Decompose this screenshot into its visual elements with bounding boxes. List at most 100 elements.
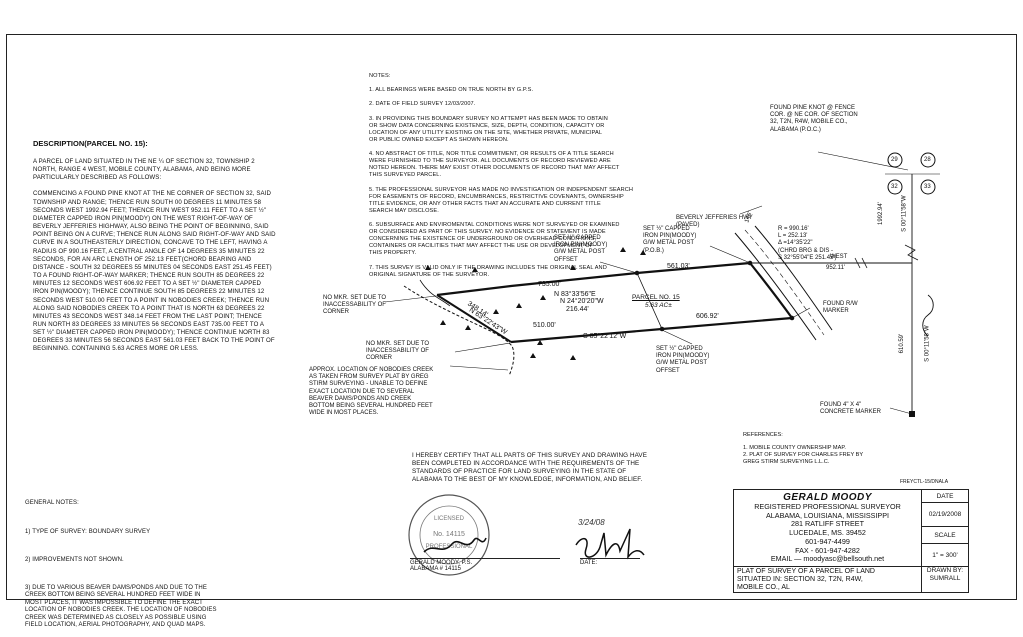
note-item: 7. THIS SURVEY IS VALID ONLY IF THE DRAW… (369, 264, 607, 278)
leader-line (384, 295, 437, 303)
surveyor-name: GERALD MOODY (783, 492, 872, 503)
creek-line (403, 285, 515, 377)
scale-heading: SCALE (922, 527, 968, 544)
surveyor-line: FAX - 601-947-4282 (795, 545, 860, 555)
dist-216-label: 216.44' (566, 306, 589, 313)
section-circle (920, 152, 936, 168)
concrete-marker-symbol (909, 411, 915, 417)
leader-line (817, 151, 909, 171)
surveyor-info: GERALD MOODY REGISTERED PROFESSIONAL SUR… (734, 490, 922, 567)
no-marker-label: NO MKR. SET DUE TO INACCESSABILITY OF CO… (323, 295, 387, 316)
signer-name: GERALD MOODY, P.S. (410, 558, 560, 567)
creek-note-label: APPROX. LOCATION OF NOBODIES CREEK AS TA… (309, 367, 434, 417)
section-33-label: 33 (924, 184, 931, 190)
dist-1992-label: 1992.94' (877, 202, 884, 226)
creek-boundary-line (436, 294, 512, 343)
found-row-marker-label: FOUND R/W MARKER (823, 301, 858, 315)
date-value: 02/19/2008 (922, 503, 968, 527)
bearing-n83-label: N 83°33'56"E (554, 291, 596, 298)
signed-date: 3/24/08 (578, 518, 605, 527)
set-pin-pob-label: SET ½" CAPPED IRON PIN(MOODY) G/W METAL … (643, 226, 697, 254)
curve-data-label: R = 990.16' L = 252.13' Δ =14°35'22" (CH… (778, 226, 837, 261)
west-dist-label: 952.11' (826, 265, 846, 271)
surveyor-seal: LICENSED No. 14115 PROFESSIONAL (408, 494, 490, 576)
note-item: 3. IN PROVIDING THIS BOUNDARY SURVEY NO … (369, 115, 608, 143)
fence-line (922, 294, 934, 337)
signature-scribble (423, 537, 487, 553)
dist-606-label: 606.92' (696, 313, 719, 320)
seal-text: No. 14115 (433, 531, 465, 538)
date-heading: DATE (922, 490, 968, 503)
bearing-n24-label: N 24°20'20"W (560, 298, 604, 305)
leader-line (709, 245, 749, 263)
references-heading: REFERENCES: (743, 431, 783, 438)
surveyor-line: LUCEDALE, MS. 39452 (789, 528, 866, 538)
parcel-number-label: PARCEL NO. 15 (632, 294, 680, 301)
note-item: 5. THE PROFESSIONAL SURVEYOR HAS MADE NO… (369, 186, 634, 214)
note-item: 2. DATE OF FIELD SURVEY 12/03/2007. (369, 101, 476, 108)
north-boundary-line (436, 261, 751, 297)
row-dimension (739, 205, 763, 215)
bearing-s00b-label: S 00°11'58"W (924, 325, 931, 362)
bearing-s85-label: S 85°22'12"W (583, 333, 627, 340)
leader-line (449, 365, 509, 371)
parcel-area-label: 5.63 AC± (645, 302, 672, 309)
tree-symbols (425, 247, 646, 360)
highway-centerline (744, 229, 825, 336)
leader-line (454, 342, 511, 353)
description-body: A PARCEL OF LAND SITUATED IN THE NE ¼ OF… (33, 158, 276, 354)
leader-line (889, 407, 913, 415)
west-label: WEST (830, 254, 848, 260)
general-note-item: 2) IMPROVEMENTS NOT SHOWN. (25, 556, 124, 563)
scale-value: 1" = 300' (922, 544, 968, 567)
section-29-label: 29 (891, 157, 898, 163)
date-signature (575, 528, 645, 560)
pob-pin-symbol (747, 260, 753, 266)
description-heading: DESCRIPTION(PARCEL NO. 15): (33, 139, 148, 148)
dist-510-label: 510.00' (533, 322, 556, 329)
note-item: 1. ALL BEARINGS WERE BASED ON TRUE NORTH… (369, 87, 534, 94)
highway-label: BEVERLY JEFFERIES HWY (PAVED) (676, 215, 753, 229)
drawn-by-label: DRAWN BY: (926, 567, 964, 574)
dist-561-label: 561.03' (667, 263, 690, 270)
leader-line (661, 329, 693, 345)
interior-tie-line (636, 272, 663, 330)
general-notes-heading: GENERAL NOTES: (25, 500, 79, 507)
notes-heading: NOTES: (369, 73, 391, 80)
plat-title: PLAT OF SURVEY OF A PARCEL OF LAND SITUA… (734, 567, 922, 592)
seal-text: LICENSED (434, 516, 465, 522)
note-item: 6. SUBSURFACE AND ENVIROMENTAL CONDITION… (369, 222, 620, 257)
break-symbol (854, 257, 868, 269)
leader-line (599, 261, 638, 274)
highway-west-edge (734, 232, 817, 341)
section-32-label: 32 (891, 184, 898, 190)
file-reference: FREYCTL-15/DNALA (900, 479, 949, 485)
section-circle (887, 152, 903, 168)
drawing-sheet-border (6, 34, 1017, 600)
dist-735-label: 735.00' (538, 281, 561, 288)
break-symbol (904, 244, 919, 261)
section-circle (887, 179, 903, 195)
found-concrete-marker-label: FOUND 4" X 4" CONCRETE MARKER (820, 402, 882, 416)
section-circle (920, 179, 936, 195)
set-pin-offset-label: SET ½" CAPPED IRON PIN(MOODY) G/W METAL … (656, 346, 710, 374)
certification-text: I HEREBY CERTIFY THAT ALL PARTS OF THIS … (412, 452, 648, 483)
general-note-item: 1) TYPE OF SURVEY: BOUNDARY SURVEY (25, 528, 151, 535)
references-items: 1. MOBILE COUNTY OWNERSHIP MAP. 2. PLAT … (743, 445, 864, 465)
no-marker-label: NO MKR. SET DUE TO INACCESSABILITY OF CO… (366, 341, 430, 362)
surveyor-line: REGISTERED PROFESSIONAL SURVEYOR (754, 502, 901, 511)
survey-plan-drawing (384, 151, 940, 417)
references-block: REFERENCES: 1. MOBILE COUNTY OWNERSHIP M… (743, 425, 863, 473)
section-28-label: 28 (924, 157, 931, 163)
plat-title-text: PLAT OF SURVEY OF A PARCEL OF LAND SITUA… (737, 568, 875, 591)
highway-east-edge (754, 225, 833, 331)
surveyor-line: 281 RATLIFF STREET (791, 519, 864, 529)
notes-block: NOTES: 1. ALL BEARINGS WERE BASED ON TRU… (369, 66, 721, 286)
title-block: GERALD MOODY REGISTERED PROFESSIONAL SUR… (733, 489, 969, 593)
drawn-by: DRAWN BY: SUMRALL (922, 567, 968, 583)
surveyor-line: ALABAMA, LOUISIANA, MISSISSIPPI (765, 510, 890, 520)
found-pine-knot-label: FOUND PINE KNOT @ FENCE COR. @ NE COR. O… (770, 105, 858, 133)
description-para-1: A PARCEL OF LAND SITUATED IN THE NE ¼ OF… (33, 158, 255, 182)
bearing-s00-label: S 00°11'58"W (901, 195, 908, 232)
note-item: 4. NO ABSTRACT OF TITLE, NOR TITLE COMMI… (369, 151, 620, 179)
